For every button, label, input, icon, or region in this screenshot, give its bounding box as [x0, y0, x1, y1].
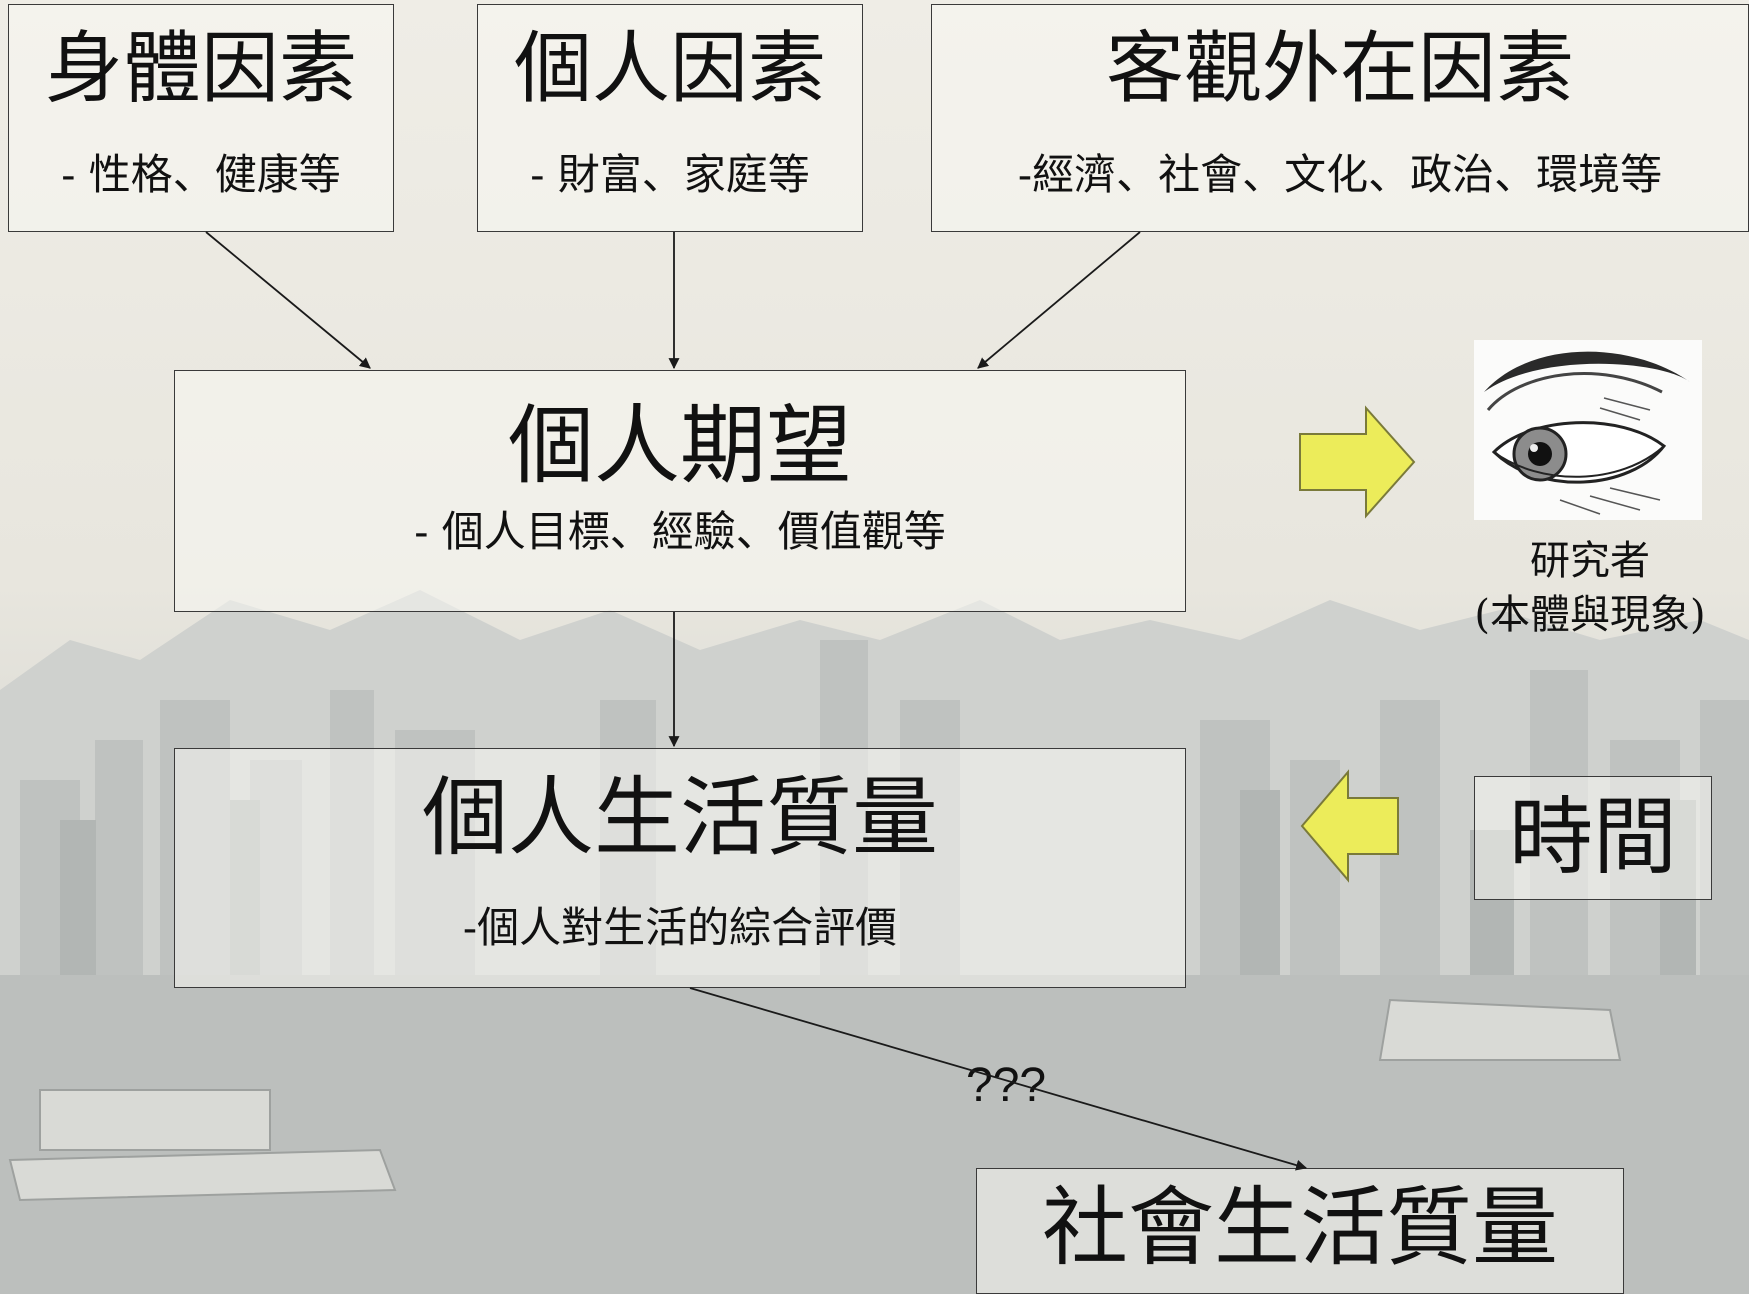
- personal-expectation-title: 個人期望: [508, 396, 852, 496]
- researcher-label: 研究者 (本體與現象): [1440, 534, 1740, 642]
- personal-factors-box: 個人因素 - 財富、家庭等: [477, 4, 863, 232]
- researcher-line2: (本體與現象): [1474, 592, 1706, 638]
- time-title: 時間: [1508, 788, 1677, 886]
- objective-factors-title: 客觀外在因素: [1105, 24, 1574, 114]
- body-factors-box: 身體因素 - 性格、健康等: [8, 4, 394, 232]
- block-arrow-left-from-time: [1300, 769, 1399, 883]
- researcher-line1: 研究者: [1530, 538, 1650, 584]
- personal-factors-title: 個人因素: [513, 24, 826, 114]
- question-label: ???: [966, 1059, 1047, 1112]
- body-factors-subtitle: - 性格、健康等: [61, 149, 341, 199]
- arrow-body-to-expectation: [205, 231, 371, 369]
- personal-qol-title: 個人生活質量: [422, 768, 938, 868]
- block-arrow-right-to-researcher: [1299, 405, 1416, 519]
- personal-expectation-subtitle: - 個人目標、經驗、價值觀等: [414, 506, 946, 556]
- personal-expectation-box: 個人期望 - 個人目標、經驗、價值觀等: [174, 370, 1186, 612]
- social-qol-title: 社會生活質量: [1042, 1178, 1558, 1278]
- personal-qol-subtitle: -個人對生活的綜合評價: [462, 902, 898, 952]
- body-factors-title: 身體因素: [44, 24, 357, 114]
- social-qol-box: 社會生活質量: [976, 1168, 1624, 1294]
- objective-factors-box: 客觀外在因素 -經濟、社會、文化、政治、環境等: [931, 4, 1749, 232]
- eye-icon: [1474, 340, 1702, 520]
- arrow-objective-to-expectation: [977, 231, 1141, 369]
- time-box: 時間: [1474, 776, 1712, 900]
- objective-factors-subtitle: -經濟、社會、文化、政治、環境等: [1017, 149, 1663, 199]
- personal-factors-subtitle: - 財富、家庭等: [530, 149, 810, 199]
- arrow-qol-to-social: [689, 987, 1308, 1171]
- personal-qol-box: 個人生活質量 -個人對生活的綜合評價: [174, 748, 1186, 988]
